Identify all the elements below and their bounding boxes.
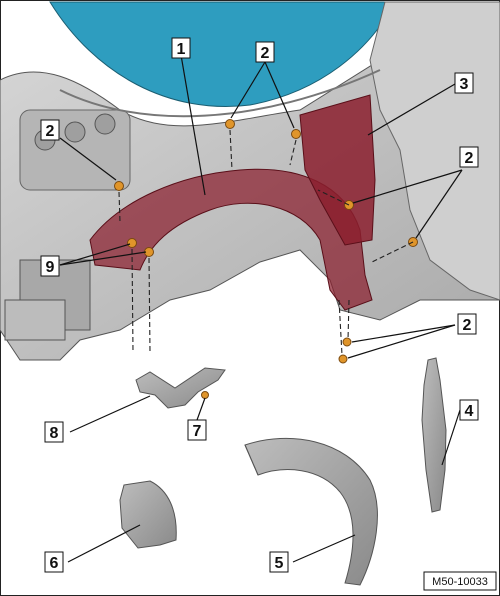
figure-code: M50-10033	[423, 571, 497, 591]
callout-2a-text: 2	[261, 45, 270, 62]
callout-2c: 2	[459, 146, 479, 168]
wheelhouse-liner-highlight	[89, 168, 373, 311]
callout-3: 3	[454, 72, 474, 94]
callout-7: 7	[187, 419, 207, 441]
callout-1: 1	[171, 37, 191, 59]
callout-9-text: 9	[46, 259, 55, 276]
callout-8-text: 8	[50, 425, 59, 442]
callout-6-text: 6	[50, 555, 59, 572]
callout-6: 6	[44, 551, 64, 573]
cylinder-cap-2	[64, 121, 86, 143]
fastener-2	[291, 129, 301, 139]
installation-lines	[118, 129, 414, 356]
leader-lines	[59, 54, 463, 563]
side-panel-highlight	[299, 94, 376, 246]
callout-2a: 2	[255, 41, 275, 63]
callout-2d: 2	[457, 313, 477, 335]
cowl-line	[59, 69, 381, 118]
part-5-arch-liner	[244, 437, 378, 586]
part-4-trim-strip	[421, 357, 447, 513]
callout-2b: 2	[40, 119, 60, 141]
fastener-9	[338, 354, 348, 364]
callout-5: 5	[269, 551, 289, 573]
fastener-3	[114, 181, 124, 191]
callout-8: 8	[44, 421, 64, 443]
callout-2d-text: 2	[463, 317, 472, 334]
vehicle-body	[0, 1, 500, 361]
part-6-block	[119, 480, 177, 549]
callout-5-text: 5	[275, 555, 284, 572]
bumper-carrier	[4, 299, 66, 341]
callout-1-text: 1	[177, 41, 186, 58]
part-8-bracket	[135, 367, 226, 409]
callout-3-text: 3	[460, 76, 469, 93]
windshield-glass	[49, 1, 396, 107]
callout-9: 9	[40, 255, 60, 277]
fastener-8	[342, 337, 352, 347]
callout-4: 4	[459, 399, 479, 421]
loose-parts	[119, 357, 447, 586]
fastener-6	[127, 238, 137, 248]
part-5-arch-edge	[244, 444, 259, 476]
callout-7-text: 7	[193, 423, 202, 440]
fastener-1	[225, 119, 235, 129]
callouts: 1 2 2 3 2 9 2 4	[40, 37, 479, 573]
cylinder-cap-3	[94, 113, 116, 135]
callout-2c-text: 2	[465, 150, 474, 167]
figure-code-text: M50-10033	[432, 576, 488, 588]
fastener-10	[201, 391, 209, 399]
callout-4-text: 4	[465, 403, 474, 420]
callout-2b-text: 2	[46, 123, 55, 140]
